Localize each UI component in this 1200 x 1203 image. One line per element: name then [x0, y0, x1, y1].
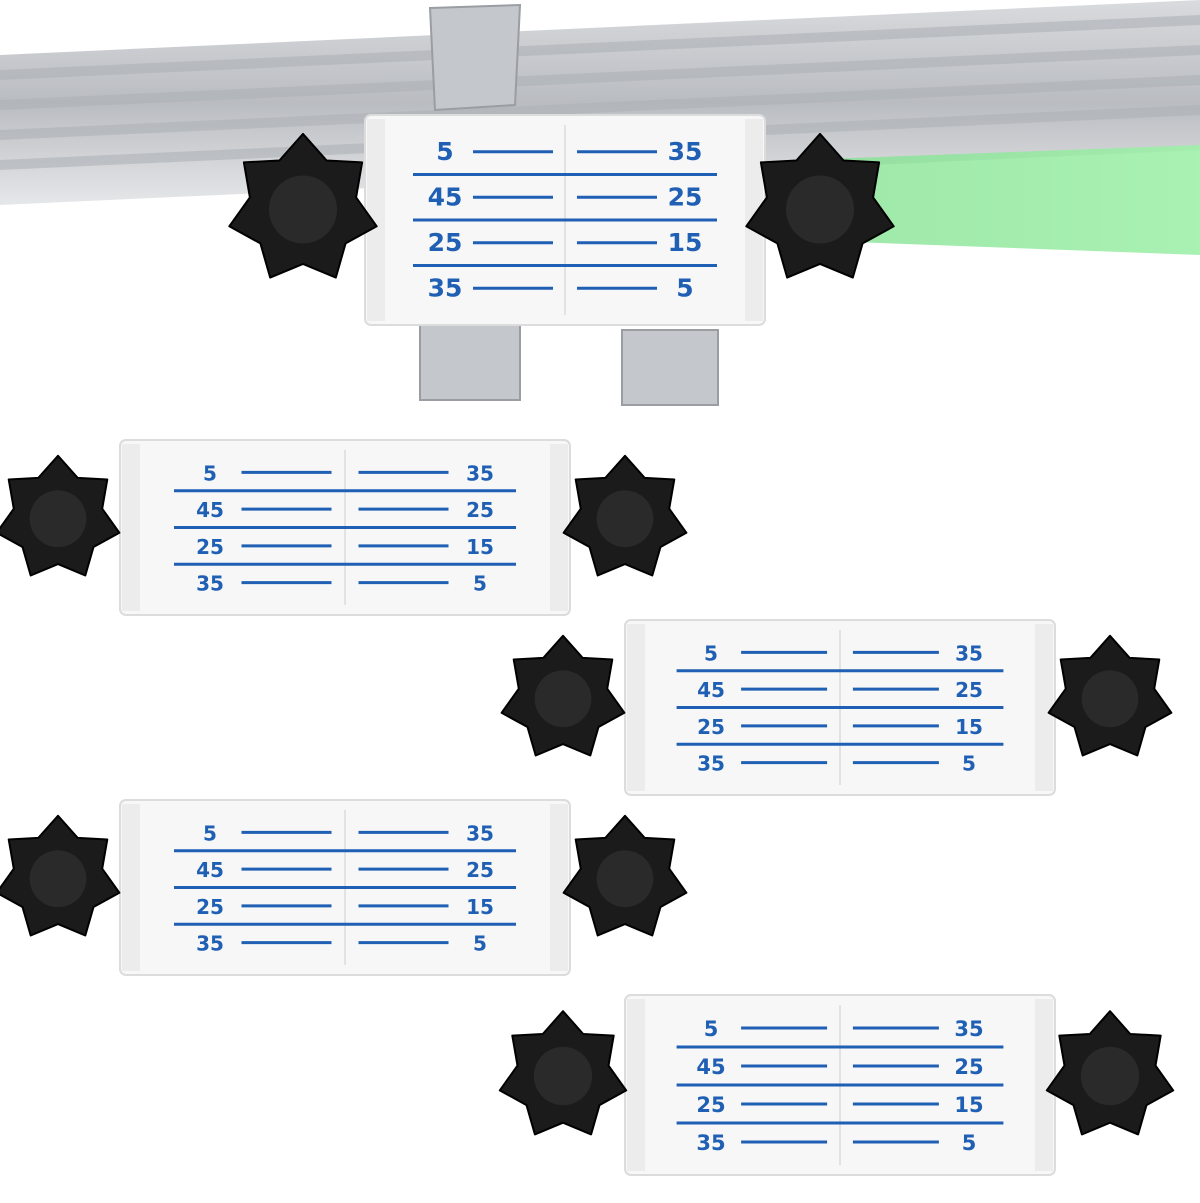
side-strip	[627, 999, 645, 1171]
clamp-unit: 5 35 45 25 25 15 35 5	[500, 619, 1173, 796]
scale-label-left: 45	[196, 858, 224, 882]
side-strip	[122, 444, 140, 611]
scale-label-left: 25	[196, 535, 224, 559]
scale-label-right: 25	[955, 678, 983, 702]
side-strip	[122, 804, 140, 971]
knob-icon[interactable]	[500, 634, 626, 757]
scale-label-right: 25	[466, 858, 494, 882]
scale-label-right: 15	[466, 535, 494, 559]
scale-label-left: 5	[203, 821, 217, 845]
scale-label-left: 25	[696, 1093, 725, 1117]
scale-label-right: 35	[668, 137, 703, 166]
scale-label-left: 45	[697, 678, 725, 702]
clamp-unit: 5 35 45 25 25 15 35 5	[0, 439, 688, 616]
scale-label-left: 45	[428, 182, 463, 211]
scale-label-left: 45	[196, 498, 224, 522]
scale-label-left: 35	[196, 932, 224, 956]
scale-label-left: 45	[696, 1055, 725, 1079]
scale-label-right: 5	[473, 932, 487, 956]
scale-label-right: 15	[466, 895, 494, 919]
scale-label-left: 25	[697, 715, 725, 739]
clamp-unit: 5 35 45 25 25 15 35 5	[498, 994, 1175, 1176]
clamp-unit: 5 35 45 25 25 15 35 5	[0, 799, 688, 976]
scale-label-left: 35	[696, 1131, 725, 1155]
scale-label-right: 15	[954, 1093, 983, 1117]
scale-label-right: 15	[668, 228, 703, 257]
scale-label-left: 5	[704, 641, 718, 665]
scale-label-right: 35	[954, 1017, 983, 1041]
knob-icon[interactable]	[1047, 634, 1173, 757]
side-strip	[1035, 624, 1053, 791]
knob-icon[interactable]	[0, 454, 121, 577]
scale-label-right: 5	[473, 572, 487, 596]
scale-label-right: 35	[466, 821, 494, 845]
knob-icon[interactable]	[562, 454, 688, 577]
scale-label-left: 5	[704, 1017, 719, 1041]
knob-icon[interactable]	[1045, 1010, 1175, 1136]
scale-label-right: 25	[466, 498, 494, 522]
scale-label-right: 15	[955, 715, 983, 739]
scale-label-left: 25	[196, 895, 224, 919]
scale-label-right: 5	[962, 1131, 977, 1155]
side-strip	[550, 804, 568, 971]
scale-label-left: 35	[196, 572, 224, 596]
knob-icon[interactable]	[228, 132, 378, 279]
metal-bracket	[419, 3, 719, 406]
side-strip	[367, 119, 385, 321]
scale-label-left: 5	[203, 461, 217, 485]
scale-label-left: 25	[428, 228, 463, 257]
scale-label-left: 35	[428, 273, 463, 302]
knob-icon[interactable]	[562, 814, 688, 937]
scale-label-right: 5	[676, 273, 693, 302]
side-strip	[1035, 999, 1053, 1171]
scale-label-right: 5	[962, 752, 976, 776]
scale-label-right: 35	[466, 461, 494, 485]
scale-label-right: 25	[668, 182, 703, 211]
knob-icon[interactable]	[498, 1010, 628, 1136]
side-strip	[627, 624, 645, 791]
clamp-unit: 5 35 45 25 25 15 35 5	[228, 114, 895, 326]
side-strip	[550, 444, 568, 611]
knob-icon[interactable]	[0, 814, 121, 937]
scale-label-right: 35	[955, 641, 983, 665]
scale-label-left: 35	[697, 752, 725, 776]
scale-label-left: 5	[436, 137, 453, 166]
knob-icon[interactable]	[745, 132, 895, 279]
scale-label-right: 25	[954, 1055, 983, 1079]
